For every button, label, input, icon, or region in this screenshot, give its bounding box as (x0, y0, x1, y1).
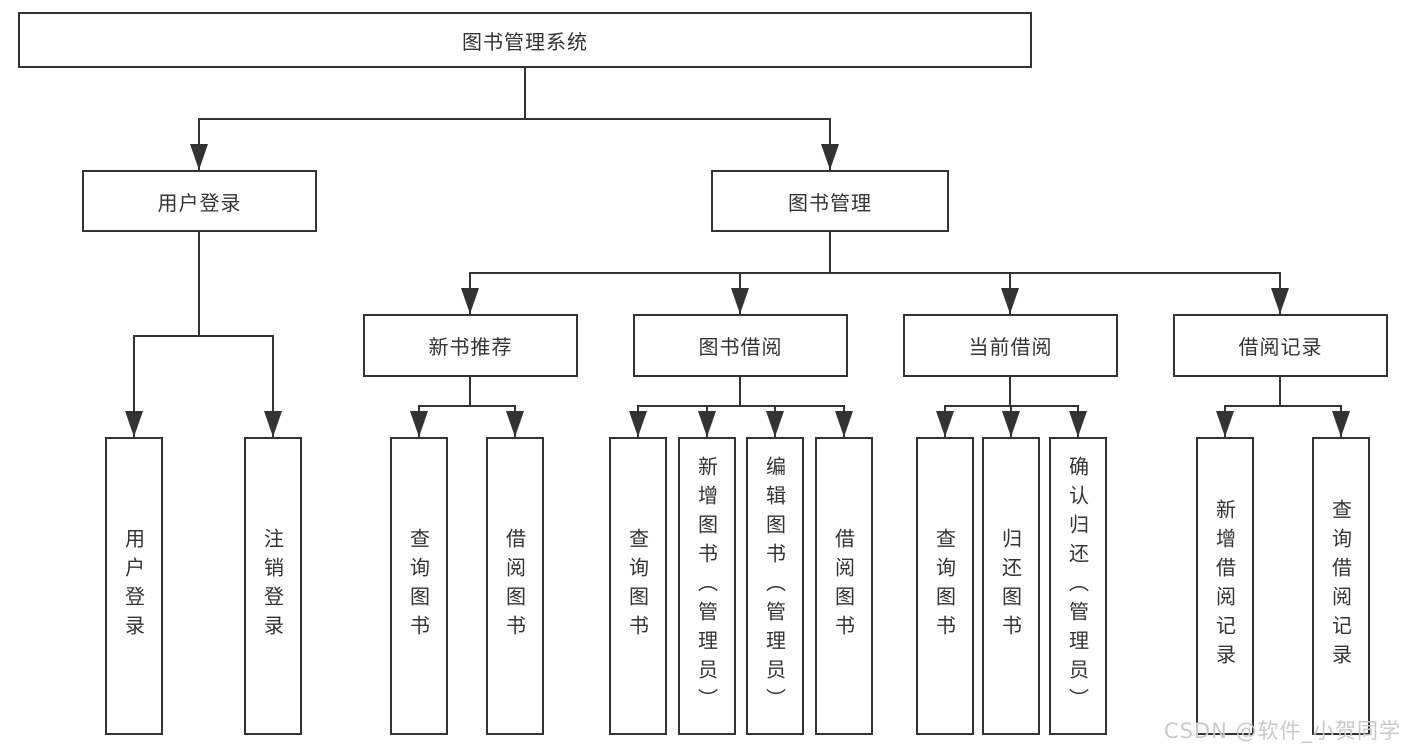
connector-arrow-current-borrowing (1001, 272, 1019, 314)
leaf-add-borrow-record: 新增借阅记录 (1196, 437, 1254, 735)
leaf-query-books-borrow: 查询图书 (609, 437, 667, 735)
connector-rail-book-borrowing (637, 405, 845, 407)
leaf-add-books-admin: 新增图书（管理员） (678, 437, 736, 735)
connector-arrow-leaf-confirm-return-admin (1069, 405, 1087, 437)
connector-arrow-leaf-add-books-admin (698, 405, 716, 437)
connector-stem-new-book-recommendation (469, 377, 471, 407)
watermark: CSDN @软件_小贺同学 (1163, 719, 1401, 743)
connector-stem-root (524, 68, 526, 118)
leaf-edit-books-admin: 编辑图书（管理员） (746, 437, 804, 735)
connector-arrow-new-book-recommendation (461, 272, 479, 314)
leaf-user-login: 用户登录 (105, 437, 163, 735)
leaf-query-borrow-record: 查询借阅记录 (1312, 437, 1370, 735)
leaf-query-books-current: 查询图书 (916, 437, 974, 735)
leaf-query-books-rec: 查询图书 (390, 437, 448, 735)
leaf-confirm-return-admin: 确认归还（管理员） (1049, 437, 1107, 735)
connector-stem-borrowing-records (1279, 377, 1281, 407)
connector-stem-book-borrowing (739, 377, 741, 407)
connector-rail-root (198, 118, 831, 120)
connector-arrow-leaf-query-books-rec (410, 405, 428, 437)
connector-stem-book-management (829, 232, 831, 274)
connector-arrow-leaf-user-login (125, 335, 143, 437)
leaf-borrow-books: 借阅图书 (815, 437, 873, 735)
connector-stem-user-login (198, 232, 200, 337)
connector-arrow-book-borrowing (731, 272, 749, 314)
node-library-management-system: 图书管理系统 (18, 12, 1032, 68)
connector-arrow-leaf-logout (264, 335, 282, 437)
connector-rail-user-login (133, 335, 274, 337)
connector-arrow-borrowing-records (1271, 272, 1289, 314)
connector-arrow-leaf-query-books-current (936, 405, 954, 437)
connector-arrow-leaf-query-borrow-record (1332, 405, 1350, 437)
connector-arrow-leaf-return-books (1002, 405, 1020, 437)
connector-arrow-leaf-edit-books-admin (766, 405, 784, 437)
node-new-book-recommendation: 新书推荐 (363, 314, 578, 377)
leaf-logout-login: 注销登录 (244, 437, 302, 735)
node-book-borrowing: 图书借阅 (633, 314, 848, 377)
connector-rail-borrowing-records (1224, 405, 1342, 407)
connector-arrow-book-management (821, 118, 839, 170)
connector-arrow-leaf-add-borrow-record (1216, 405, 1234, 437)
connector-rail-book-management (469, 272, 1281, 274)
connector-arrow-user-login (190, 118, 208, 170)
leaf-borrow-books-rec: 借阅图书 (486, 437, 544, 735)
connector-arrow-leaf-borrow-books (835, 405, 853, 437)
node-book-management: 图书管理 (711, 170, 949, 232)
node-current-borrowing: 当前借阅 (903, 314, 1118, 377)
node-user-login: 用户登录 (82, 170, 317, 232)
leaf-return-books: 归还图书 (982, 437, 1040, 735)
node-borrowing-records: 借阅记录 (1173, 314, 1388, 377)
connector-rail-new-book-recommendation (418, 405, 516, 407)
connector-arrow-leaf-query-books-borrow (629, 405, 647, 437)
connector-arrow-leaf-borrow-books-rec (506, 405, 524, 437)
connector-stem-current-borrowing (1009, 377, 1011, 407)
